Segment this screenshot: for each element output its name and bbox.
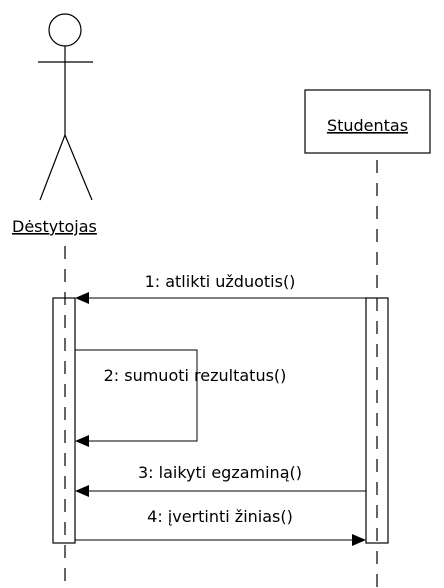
message-1-label: 1: atlikti užduotis() <box>145 272 296 291</box>
activation-bar-destytojas <box>52 297 76 544</box>
actor-left-leg <box>39 134 66 201</box>
message-2-self-loop <box>75 349 198 442</box>
message-4-arrowhead <box>352 534 366 546</box>
actor-right-leg <box>64 134 93 201</box>
actor-destytojas: Dėstytojas <box>12 13 97 236</box>
actor-name-destytojas: Dėstytojas <box>12 217 97 236</box>
message-2: 2: sumuoti rezultatus() <box>75 349 287 447</box>
object-studentas: Studentas <box>304 89 431 154</box>
message-1-arrowhead <box>75 292 89 304</box>
object-box <box>304 89 431 154</box>
message-2-arrowhead <box>75 435 89 447</box>
actor-head <box>48 13 82 47</box>
activation-bar-studentas <box>365 297 389 544</box>
message-4: 4: įvertinti žinias() <box>75 507 366 546</box>
message-1: 1: atlikti užduotis() <box>75 272 366 304</box>
message-3-label: 3: laikyti egzaminą() <box>138 463 302 482</box>
message-3: 3: laikyti egzaminą() <box>75 463 366 497</box>
message-4-label: 4: įvertinti žinias() <box>147 507 293 526</box>
message-3-arrowhead <box>75 485 89 497</box>
message-2-label: 2: sumuoti rezultatus() <box>104 366 287 385</box>
object-name-studentas: Studentas <box>327 116 408 135</box>
